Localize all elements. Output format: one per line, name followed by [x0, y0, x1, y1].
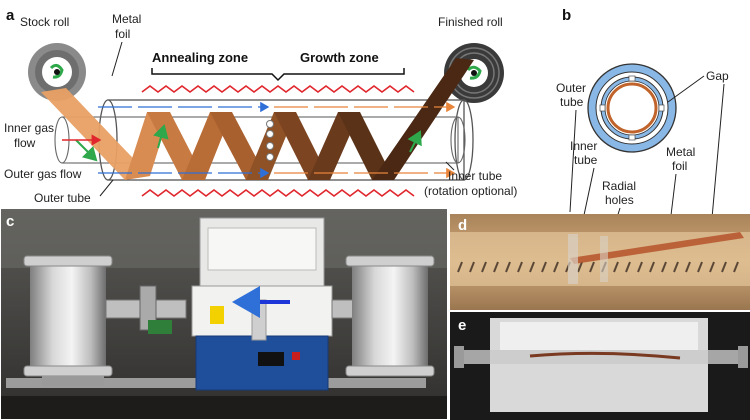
tube-furnace: [191, 217, 333, 391]
growth-zone-label: Growth zone: [300, 50, 379, 65]
foil-direction-arrow-2: [153, 124, 169, 149]
heater-top: [141, 85, 415, 93]
finished-roll-label: Finished roll: [438, 15, 503, 29]
panel-label-b: b: [562, 7, 571, 24]
furnace-controller: [258, 352, 284, 366]
outer-tube-label: Outer tube: [34, 191, 91, 205]
inner-tube-b-label-line1: Inner: [570, 139, 597, 153]
panel-label-a: a: [6, 7, 15, 24]
radial-holes-schematic: [266, 120, 274, 161]
inner-gas-label-line2: flow: [14, 136, 36, 150]
metal-foil-pointer: [111, 41, 123, 77]
inner-tube-pointer: [445, 161, 455, 171]
metal-foil-label-line1: Metal: [112, 12, 141, 26]
outer-tube-b-label-line2: tube: [560, 95, 584, 109]
metal-foil-b-label-line2: foil: [672, 159, 687, 173]
metal-foil-label-line2: foil: [115, 27, 130, 41]
inner-tube-b-label-line2: tube: [574, 153, 598, 167]
gap-label: Gap: [706, 69, 729, 83]
inner-tube-label-line1: Inner tube: [448, 169, 502, 183]
foil-direction-arrow-3: [407, 130, 422, 153]
copper-foil-d: [570, 232, 744, 264]
heater-bottom: [141, 189, 415, 197]
stock-roll-label: Stock roll: [20, 15, 69, 29]
outer-tube-b-label-line1: Outer: [556, 81, 586, 95]
outer-gas-label: Outer gas flow: [4, 167, 82, 181]
outer-tube-pointer: [99, 179, 114, 197]
stock-roll-icon: [28, 43, 86, 101]
inner-gas-label-line1: Inner gas: [4, 121, 54, 135]
radial-holes-cross-section: [599, 75, 665, 141]
panel-d-photo: d: [450, 214, 750, 310]
annealing-zone-label: Annealing zone: [152, 50, 248, 65]
panel-c-photo: c: [0, 207, 449, 420]
metal-foil-ring: [606, 82, 658, 134]
metal-foil-b-label-line1: Metal: [666, 145, 695, 159]
panel-e-photo: e: [450, 312, 750, 420]
quartz-tube-e: [460, 350, 742, 364]
panel-b-cross-section: b Outer tube Inner tube Radial holes Met…: [556, 7, 729, 241]
foil-in-tube-e: [529, 351, 681, 360]
left-chamber: [23, 255, 113, 386]
panel-label-c: c: [6, 213, 14, 230]
radial-holes-label-line2: holes: [605, 193, 634, 207]
heater-coils: [457, 261, 739, 273]
panel-a-schematic: a Stock roll Finished roll Metal foil An…: [4, 7, 517, 205]
inner-tube-label-line2: (rotation optional): [424, 184, 517, 198]
panel-label-e: e: [458, 317, 466, 334]
foil-direction-arrow-1: [75, 139, 98, 162]
radial-holes-label-line1: Radial: [602, 179, 636, 193]
right-chamber: [345, 255, 435, 377]
panel-label-d: d: [458, 217, 467, 234]
zone-bracket: [151, 68, 405, 82]
